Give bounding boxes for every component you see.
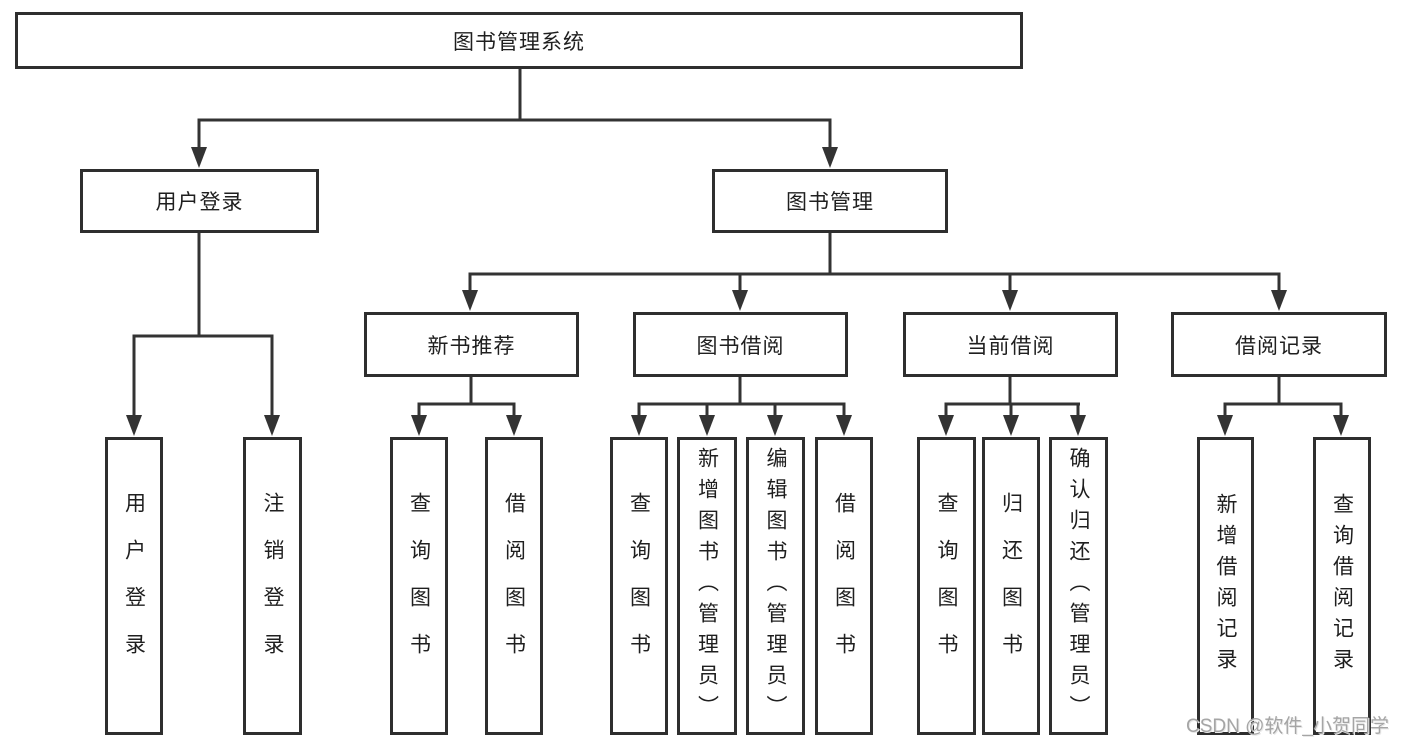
node-bor-edit-books-admin: 编辑图书（管理员） (746, 437, 805, 735)
node-label: 新书推荐 (427, 334, 516, 358)
node-user-login: 用户登录 (80, 169, 319, 233)
node-label: 用户登录 (122, 492, 146, 680)
node-label: 图书借阅 (696, 334, 785, 358)
node-label: 编辑图书（管理员） (764, 446, 787, 726)
node-rec-borrow-books: 借阅图书 (485, 437, 543, 735)
node-borrow-records: 借阅记录 (1171, 312, 1387, 377)
node-bor-add-books-admin: 新增图书（管理员） (677, 437, 737, 735)
node-label: 新增借阅记录 (1214, 493, 1237, 679)
node-label: 当前借阅 (966, 334, 1055, 358)
node-label: 借阅图书 (832, 492, 856, 680)
node-cur-query-books: 查询图书 (917, 437, 976, 735)
node-current-borrow: 当前借阅 (903, 312, 1118, 377)
node-label: 注销登录 (261, 492, 284, 680)
node-rec-query-books: 查询图书 (390, 437, 448, 735)
node-recs-add-record: 新增借阅记录 (1197, 437, 1254, 735)
node-new-book-recommend: 新书推荐 (364, 312, 579, 377)
node-label: 确认归还（管理员） (1067, 446, 1090, 726)
node-label: 图书管理系统 (453, 30, 585, 54)
node-cur-confirm-return-admin: 确认归还（管理员） (1049, 437, 1108, 735)
node-label: 查询借阅记录 (1330, 493, 1354, 679)
node-user-login-leaf: 用户登录 (105, 437, 163, 735)
node-label: 用户登录 (155, 191, 244, 214)
node-label: 查询图书 (627, 492, 651, 680)
node-root: 图书管理系统 (15, 12, 1023, 69)
node-label: 归还图书 (999, 492, 1023, 680)
node-bor-borrow-books: 借阅图书 (815, 437, 873, 735)
watermark: CSDN @软件_小贺同学 (1186, 716, 1389, 737)
node-cur-return-books: 归还图书 (982, 437, 1040, 735)
node-bor-query-books: 查询图书 (610, 437, 668, 735)
node-book-management: 图书管理 (712, 169, 948, 233)
node-label: 借阅记录 (1235, 334, 1323, 358)
node-label: 借阅图书 (502, 492, 526, 680)
node-book-borrow: 图书借阅 (633, 312, 848, 377)
node-label: 图书管理 (786, 191, 874, 214)
arrowheads (126, 147, 1349, 436)
node-recs-query-record: 查询借阅记录 (1313, 437, 1371, 735)
node-label: 查询图书 (407, 492, 431, 680)
node-label: 新增图书（管理员） (695, 446, 719, 726)
node-label: 查询图书 (935, 492, 958, 680)
node-logout-leaf: 注销登录 (243, 437, 302, 735)
